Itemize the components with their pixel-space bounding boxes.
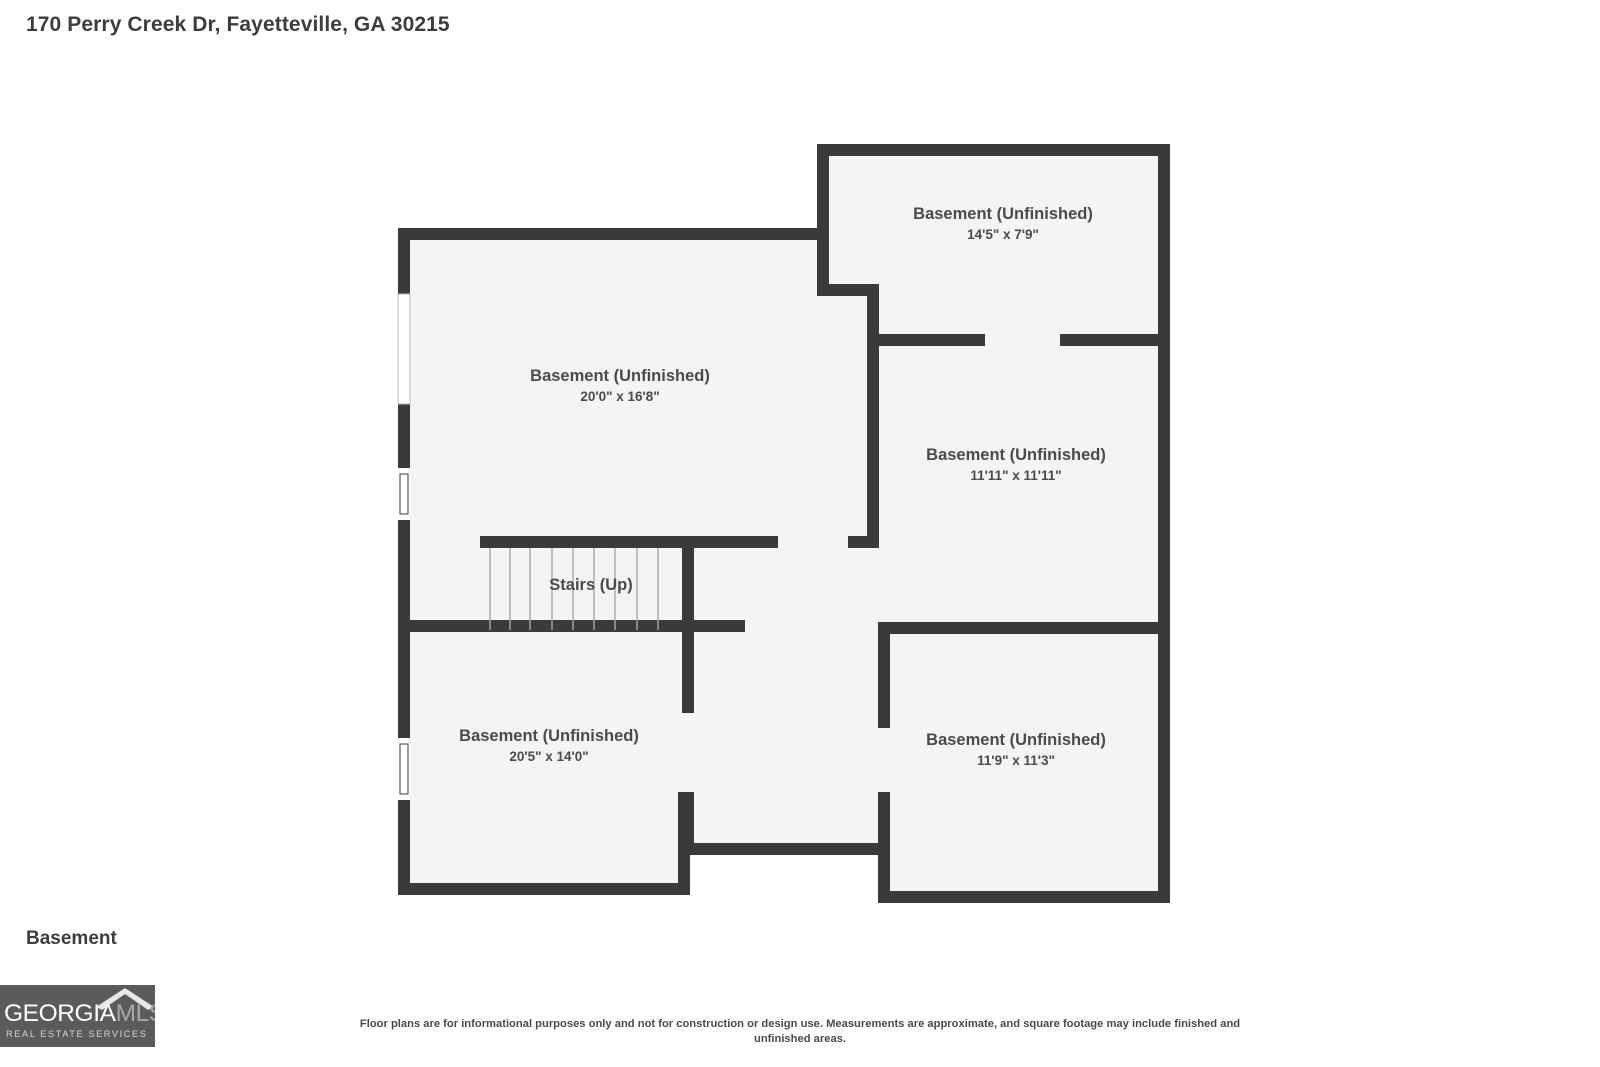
logo-primary-text: GEORGIA [4, 1000, 116, 1027]
wall-top-right-east [1158, 144, 1170, 340]
room-fill-upper-left [398, 228, 880, 630]
wall-right-divider-right [1060, 334, 1170, 346]
logo-secondary-text: MLS [115, 1000, 155, 1027]
walls [398, 144, 1170, 903]
room-fill-lower-right [878, 622, 1170, 903]
wall-lower-left-north [398, 620, 694, 632]
wall-lower-left-west-b [398, 800, 410, 895]
wall-stairs-north [480, 536, 778, 548]
disclaimer-text: Floor plans are for informational purpos… [359, 1018, 1241, 1045]
wall-lower-right-west-b [878, 792, 890, 903]
wall-jog-vertical [867, 284, 879, 340]
wall-right-divider-left [879, 334, 985, 346]
window-upper-left-west [398, 468, 410, 520]
room-fills [398, 144, 1170, 903]
wall-upper-left-west-b [398, 404, 410, 468]
window-lower-left-west [398, 738, 410, 800]
wall-upper-left-west-c [398, 520, 410, 632]
logo-wordmark: GEORGIAMLS [4, 999, 155, 1028]
stairs-label: Stairs (Up) [549, 576, 633, 594]
wall-lower-left-south [398, 883, 690, 895]
wall-right-outer-lower [1158, 622, 1170, 903]
wall-lower-right-north [878, 622, 1170, 634]
wall-corridor-south [690, 843, 884, 855]
wall-upper-left-north [398, 228, 819, 240]
wall-lower-right-west-a [878, 622, 890, 728]
window-opening-upper-left [397, 293, 411, 405]
wall-corridor-north-stub [694, 620, 745, 632]
wall-upper-left-east [867, 340, 879, 548]
wall-top-right-north [817, 144, 1170, 156]
room-fill-lower-left [398, 625, 690, 895]
room-fill-corridor [682, 620, 884, 855]
wall-lower-right-south [878, 891, 1170, 903]
georgia-mls-logo: GEORGIAMLS REAL ESTATE SERVICES [0, 985, 155, 1047]
page-title: 170 Perry Creek Dr, Fayetteville, GA 302… [26, 13, 450, 36]
wall-lower-left-west-a [398, 620, 410, 738]
logo-tagline: REAL ESTATE SERVICES [6, 1029, 148, 1039]
wall-top-right-west-upper [817, 144, 829, 296]
wall-stairs-east [682, 536, 694, 630]
wall-jog-horizontal [817, 284, 879, 296]
roof-icon [96, 988, 154, 1010]
wall-corridor-west-upper [682, 620, 694, 713]
wall-corridor-west-lower [682, 792, 694, 855]
room-fill-middle-right [855, 290, 1170, 630]
wall-right-outer-middle [1158, 340, 1170, 630]
windows [397, 293, 411, 800]
level-name: Basement [26, 928, 117, 949]
wall-door-stub-mid-right [848, 536, 879, 548]
stair-treads [489, 548, 659, 630]
wall-upper-left-west-a [398, 228, 410, 294]
